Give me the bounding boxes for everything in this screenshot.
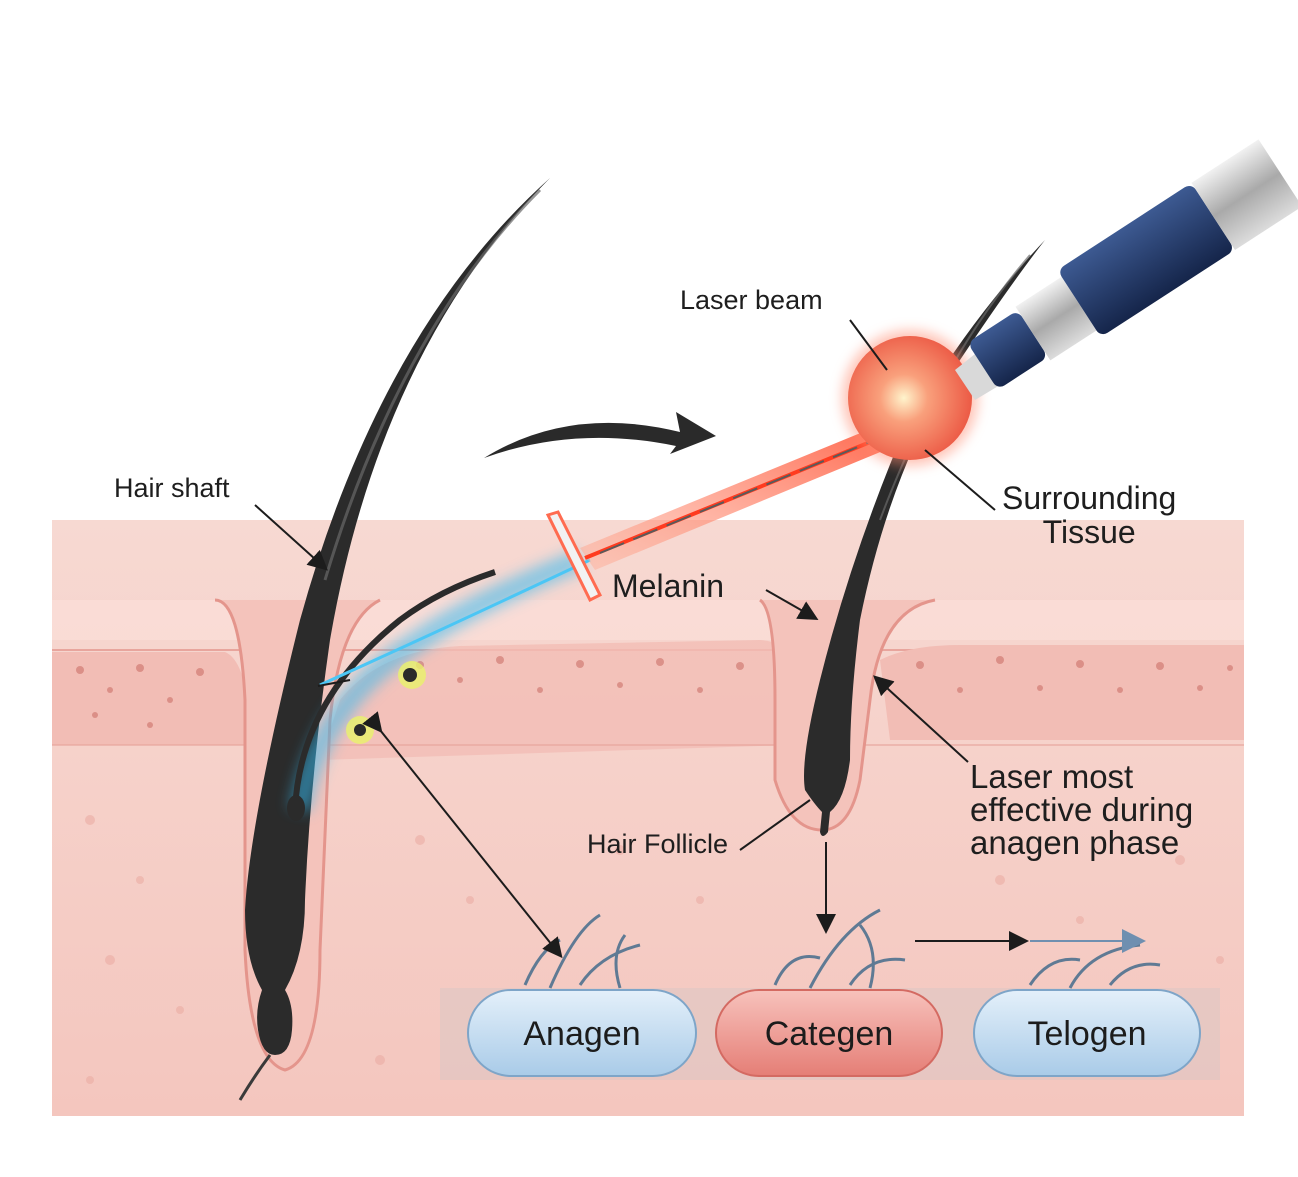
laser-beam bbox=[545, 425, 890, 603]
surrounding-tissue-label: Surrounding Tissue bbox=[1002, 480, 1177, 550]
categen-roots-icon bbox=[773, 908, 906, 989]
process-arrow bbox=[484, 412, 716, 458]
hair-follicle-label: Hair Follicle bbox=[587, 829, 729, 859]
small-hair bbox=[292, 569, 496, 811]
melanin-label: Melanin bbox=[612, 568, 725, 604]
laser-beam-leader bbox=[849, 319, 888, 371]
hair-shaft-leader bbox=[254, 504, 328, 571]
blue-beam-line bbox=[319, 558, 591, 687]
laser-note-label: Laser most effective during anagen phase bbox=[970, 758, 1194, 861]
phase-telogen-label: Telogen bbox=[1027, 1015, 1147, 1053]
melanin-leader bbox=[765, 589, 819, 620]
hair-follicle-leader bbox=[739, 799, 811, 851]
surrounding-tissue-leader bbox=[924, 449, 996, 511]
phase-anagen-label: Anagen bbox=[523, 1015, 641, 1053]
phase-categen[interactable] bbox=[715, 908, 943, 1077]
anagen-double-arrow bbox=[362, 711, 563, 959]
laser-beam-label: Laser beam bbox=[680, 285, 823, 315]
laser-device bbox=[955, 139, 1298, 400]
tick-mark bbox=[317, 679, 351, 687]
hair-shaft-label: Hair shaft bbox=[114, 473, 230, 503]
leader-lines bbox=[254, 319, 1029, 959]
phase-categen-label: Categen bbox=[764, 1015, 894, 1053]
laser-focus bbox=[842, 330, 978, 466]
left-hair bbox=[238, 178, 550, 1101]
laser-note-leader bbox=[873, 675, 969, 763]
